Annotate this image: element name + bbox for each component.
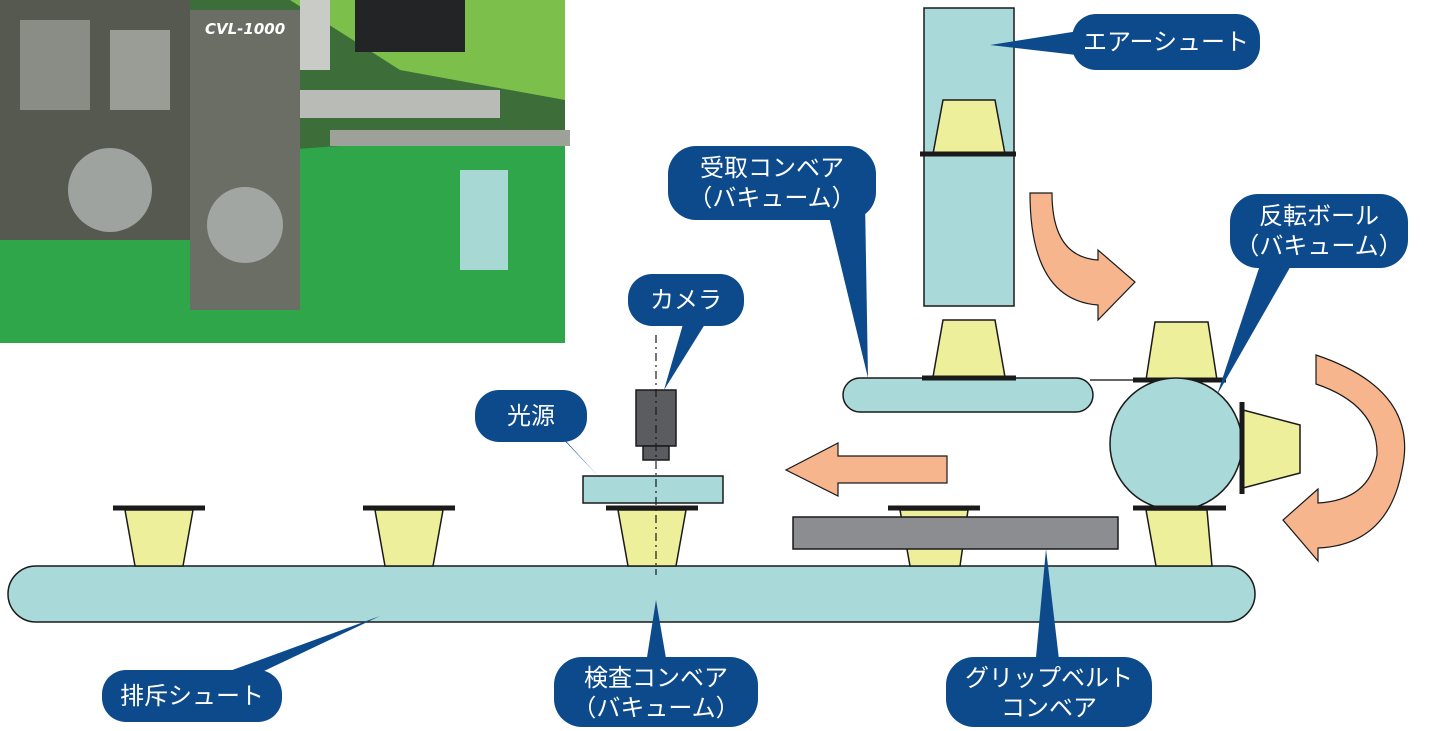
label-air-chute: エアーシュート — [1083, 28, 1249, 56]
receive-conveyor — [842, 377, 1094, 413]
grip-belt-conveyor — [792, 516, 1119, 550]
reverse-ball — [1109, 321, 1301, 567]
light-source — [582, 475, 724, 504]
machine-label: CVL-1000 — [205, 20, 285, 38]
machine-photo: CVL-1000 — [0, 0, 570, 343]
label-inspection-conveyor-2: （バキューム） — [572, 694, 739, 722]
callout-light-source: 光源 — [475, 390, 598, 476]
label-grip-belt-2: コンベア — [1001, 694, 1097, 722]
label-camera: カメラ — [650, 286, 722, 314]
label-receive-conveyor-1: 受取コンベア — [700, 154, 844, 182]
label-inspection-conveyor-1: 検査コンベア — [584, 664, 728, 692]
curved-arrow-rotate — [1282, 354, 1406, 563]
callout-grip-belt: グリップベルト コンベア — [946, 549, 1152, 727]
label-receive-conveyor-2: （バキューム） — [688, 184, 855, 212]
cup — [606, 505, 698, 567]
label-reverse-ball-2: （バキューム） — [1235, 232, 1402, 260]
callout-air-chute: エアーシュート — [990, 14, 1260, 70]
air-chute — [920, 7, 1016, 307]
cup — [363, 505, 455, 567]
cup — [922, 319, 1016, 381]
label-light-source: 光源 — [507, 402, 555, 430]
camera-device — [635, 389, 677, 461]
callout-reject-chute: 排斥シュート — [102, 616, 380, 722]
inspection-conveyor — [7, 565, 1256, 623]
curved-arrow-down — [1029, 192, 1136, 322]
callout-camera: カメラ — [628, 274, 744, 390]
arrow-left — [784, 442, 948, 497]
label-reverse-ball-1: 反転ボール — [1259, 202, 1379, 230]
label-reject-chute: 排斥シュート — [120, 682, 264, 710]
cup — [113, 505, 205, 567]
callout-inspection-conveyor: 検査コンベア （バキューム） — [554, 600, 758, 727]
callout-receive-conveyor: 受取コンベア （バキューム） — [668, 146, 876, 378]
callout-reverse-ball: 反転ボール （バキューム） — [1217, 194, 1408, 395]
label-grip-belt-1: グリップベルト — [965, 664, 1133, 692]
